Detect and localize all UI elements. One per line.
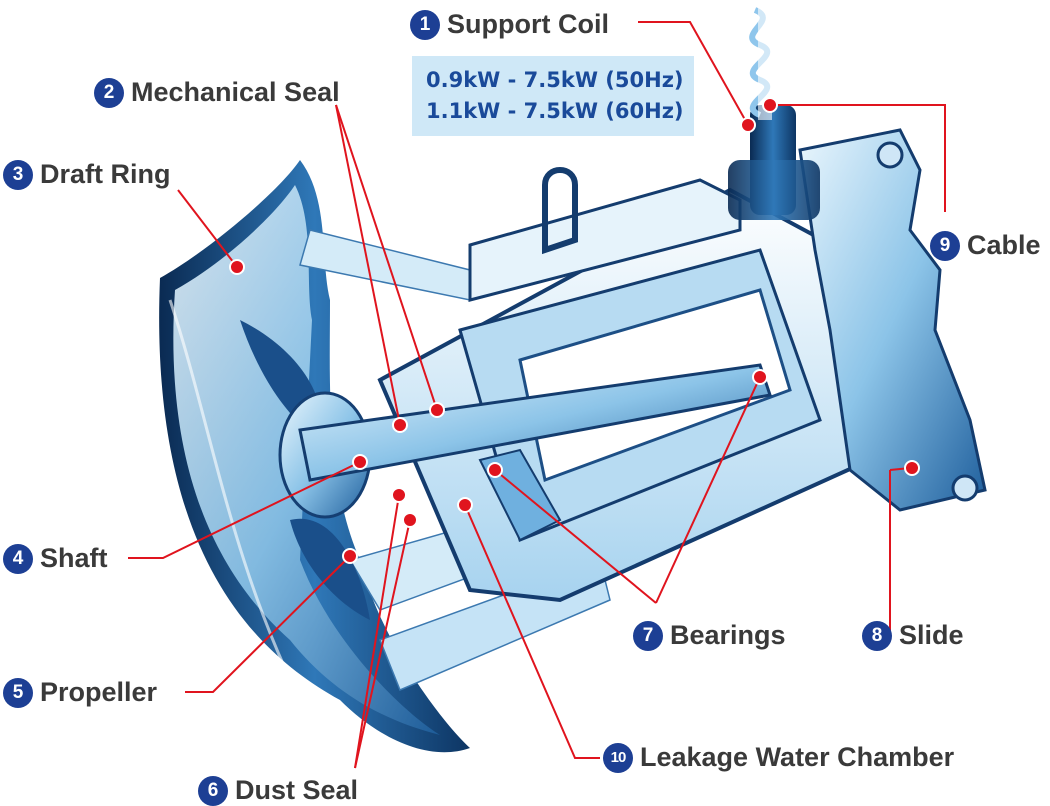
- callout-dots: [229, 97, 920, 564]
- slide-plate: [798, 128, 987, 512]
- callout-lines: [128, 21, 946, 769]
- label-text-slide: Slide: [899, 620, 964, 650]
- label-slide: 8 Slide: [862, 620, 964, 651]
- label-mechanical-seal: 2 Mechanical Seal: [94, 77, 340, 108]
- badge-1: 1: [410, 9, 440, 40]
- motor-housing: [298, 167, 873, 603]
- badge-4: 4: [3, 543, 33, 574]
- spec-60hz: 1.1kW - 7.5kW (60Hz): [426, 99, 684, 123]
- label-text-mechanical-seal: Mechanical Seal: [131, 77, 340, 107]
- label-dust-seal: 6 Dust Seal: [198, 775, 358, 806]
- power-spec-box: 0.9kW - 7.5kW (50Hz) 1.1kW - 7.5kW (60Hz…: [412, 56, 694, 136]
- badge-2: 2: [94, 77, 124, 108]
- label-text-shaft: Shaft: [40, 543, 108, 573]
- cable-and-coil: [728, 0, 820, 220]
- spec-50hz: 0.9kW - 7.5kW (50Hz): [426, 68, 684, 92]
- label-shaft: 4 Shaft: [3, 543, 108, 574]
- label-text-leakage-water-chamber: Leakage Water Chamber: [640, 742, 955, 772]
- label-leakage-water-chamber: 10 Leakage Water Chamber: [603, 742, 954, 773]
- badge-8: 8: [862, 620, 892, 651]
- label-text-cable: Cable: [967, 230, 1041, 260]
- badge-3: 3: [3, 159, 33, 190]
- badge-10: 10: [603, 742, 633, 773]
- label-support-coil: 1 Support Coil: [410, 9, 609, 40]
- label-text-bearings: Bearings: [670, 620, 786, 650]
- label-text-dust-seal: Dust Seal: [235, 775, 359, 805]
- badge-5: 5: [3, 677, 33, 708]
- label-draft-ring: 3 Draft Ring: [3, 159, 171, 190]
- label-text-draft-ring: Draft Ring: [40, 159, 171, 189]
- badge-7: 7: [633, 620, 663, 651]
- label-text-support-coil: Support Coil: [447, 9, 609, 39]
- label-bearings: 7 Bearings: [633, 620, 786, 651]
- label-text-propeller: Propeller: [40, 677, 158, 707]
- label-cable: 9 Cable: [930, 230, 1041, 261]
- label-propeller: 5 Propeller: [3, 677, 157, 708]
- badge-6: 6: [198, 775, 228, 806]
- badge-9: 9: [930, 230, 960, 261]
